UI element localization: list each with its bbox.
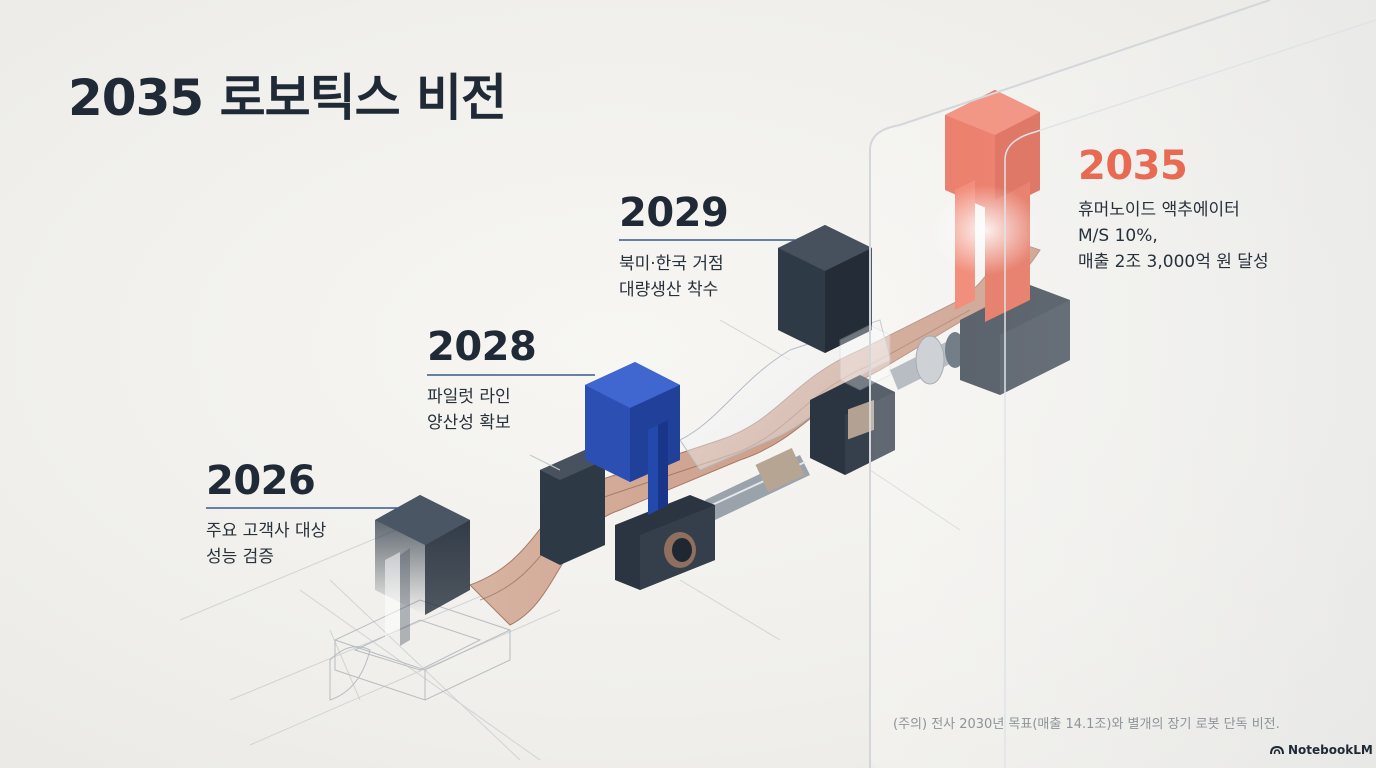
milestone-desc-2026: 주요 고객사 대상 성능 검증 [206,518,326,570]
milestone-line: 북미·한국 거점 [619,254,724,274]
milestone-desc-2029: 북미·한국 거점 대량생산 착수 [619,251,724,303]
notebooklm-logo-icon [1270,745,1284,755]
glass-panel [869,0,1376,768]
brand-name: NotebookLM [1288,743,1373,757]
year-label-2029: 2029 [619,190,729,236]
year-label-2028: 2028 [427,324,537,370]
milestone-desc-2035: 휴머노이드 액추에이터 M/S 10%, 매출 2조 3,000억 원 달성 [1078,197,1269,275]
block-2028 [540,362,715,590]
milestone-line: 양산성 확보 [427,413,511,433]
page-title: 2035 로보틱스 비전 [68,69,507,127]
wireframe-base-2026 [329,599,511,701]
milestone-line: 성능 검증 [206,547,274,567]
milestone-line: 파일럿 라인 [427,387,511,407]
milestone-desc-2028: 파일럿 라인 양산성 확보 [427,384,511,436]
footnote: (주의) 전사 2030년 목표(매출 14.1조)와 별개의 장기 로봇 단독… [893,717,1280,732]
milestone-line: 대량생산 착수 [619,280,719,300]
year-label-2026: 2026 [206,458,316,504]
milestone-line: 매출 2조 3,000억 원 달성 [1078,252,1269,272]
label-leader-lines [206,239,795,509]
milestone-line: 주요 고객사 대상 [206,521,327,541]
year-label-2035: 2035 [1078,143,1188,189]
cube-2026 [375,495,470,646]
milestone-line: M/S 10%, [1078,226,1158,246]
milestone-line: 휴머노이드 액추에이터 [1078,200,1240,220]
brand-watermark: NotebookLM [1270,743,1373,757]
